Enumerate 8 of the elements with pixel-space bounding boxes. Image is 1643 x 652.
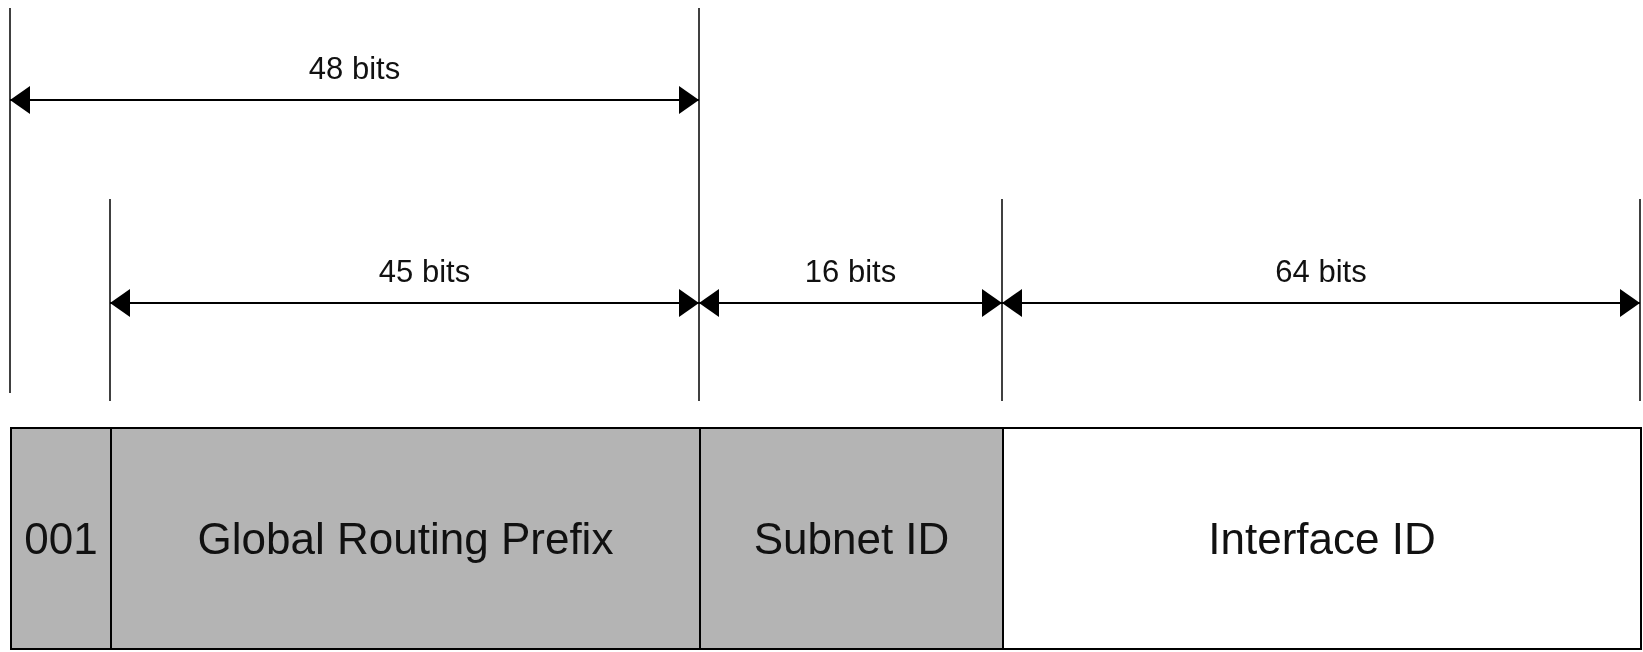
field-name: 001: [24, 513, 98, 564]
address-field-box: [1002, 427, 1642, 650]
address-field-box: [110, 427, 701, 650]
field-name: Interface ID: [1208, 513, 1436, 564]
field-name: Global Routing Prefix: [197, 513, 614, 564]
field-name: Subnet ID: [753, 513, 950, 564]
address-field-box: [699, 427, 1004, 650]
address-field-box: [10, 427, 112, 650]
